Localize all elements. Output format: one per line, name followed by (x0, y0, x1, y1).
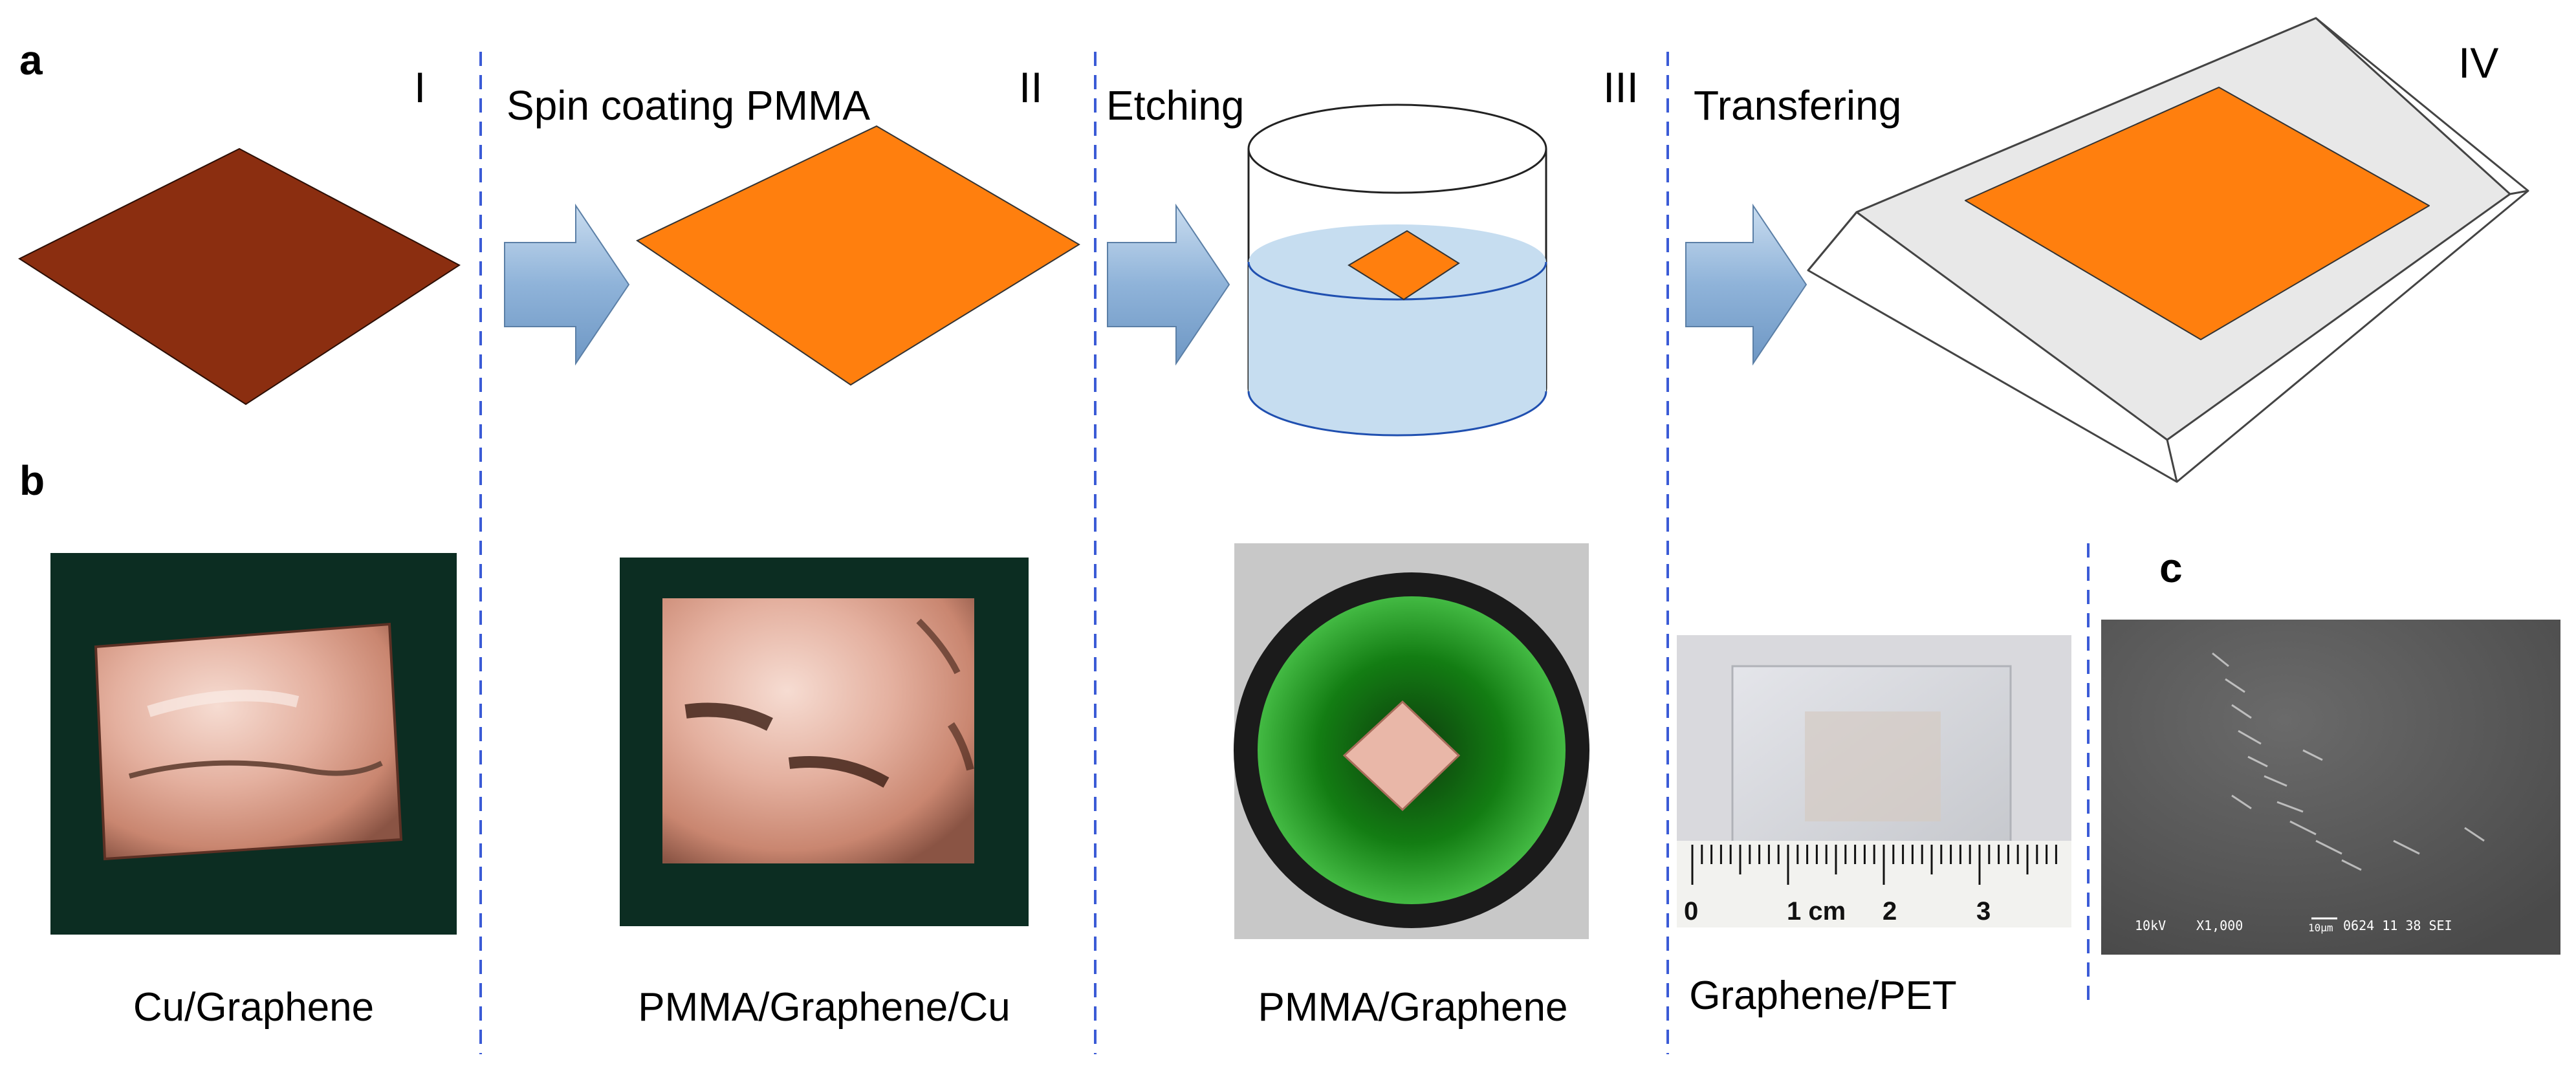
caption-cu-graphene: Cu/Graphene (133, 985, 374, 1030)
ruler-label-0: 0 (1684, 897, 1698, 926)
step-numeral-iv: IV (2458, 39, 2498, 87)
sem-magnification: X1,000 (2196, 918, 2243, 933)
photo-graphene-pet: 0 1 cm 2 3 (1677, 635, 2071, 927)
floating-pmma-film (1348, 230, 1460, 301)
step-numeral-iii: III (1603, 63, 1639, 111)
arrow-right-icon (1685, 203, 1807, 366)
panel-label-a: a (19, 37, 43, 83)
copper-foil (17, 147, 461, 406)
panel-label-b: b (19, 457, 45, 504)
sem-voltage: 10kV (2135, 918, 2166, 933)
caption-pmma-graphene-cu: PMMA/Graphene/Cu (638, 985, 1010, 1030)
photo-pmma-graphene-cu (620, 558, 1029, 926)
photo-cu-graphene (50, 553, 457, 935)
caption-graphene-pet: Graphene/PET (1689, 973, 1957, 1018)
arrow-right-icon (504, 203, 630, 366)
ruler-ticks (1691, 845, 2057, 885)
ruler-label-3: 3 (1976, 897, 1991, 926)
etchant-liquid (1249, 224, 1546, 435)
process-arrows (504, 203, 1807, 366)
caption-pmma-graphene: PMMA/Graphene (1258, 985, 1568, 1030)
step-label-transfering: Transfering (1694, 82, 1901, 129)
ruler-label-1cm: 1 cm (1787, 897, 1846, 926)
column-dividers (479, 52, 2090, 1054)
step-label-etching: Etching (1106, 82, 1244, 129)
sem-info: 0624 11 38 SEI (2343, 918, 2452, 933)
pmma-coated-foil (635, 125, 1080, 386)
step-label-spin-coating: Spin coating PMMA (507, 82, 870, 129)
transferred-graphene-film (1965, 87, 2430, 340)
step-numeral-i: I (414, 63, 426, 111)
etching-beaker (1247, 103, 1547, 437)
panel-label-c: c (2159, 545, 2183, 591)
ruler-label-2: 2 (1883, 897, 1897, 926)
step-numeral-ii: II (1019, 63, 1043, 111)
sem-image: 10kV X1,000 10μm 0624 11 38 SEI (2101, 620, 2560, 955)
photo-pmma-graphene (1234, 543, 1589, 939)
pet-substrate (1807, 17, 2529, 483)
sem-scale: 10μm (2308, 922, 2333, 934)
arrow-right-icon (1107, 203, 1230, 366)
